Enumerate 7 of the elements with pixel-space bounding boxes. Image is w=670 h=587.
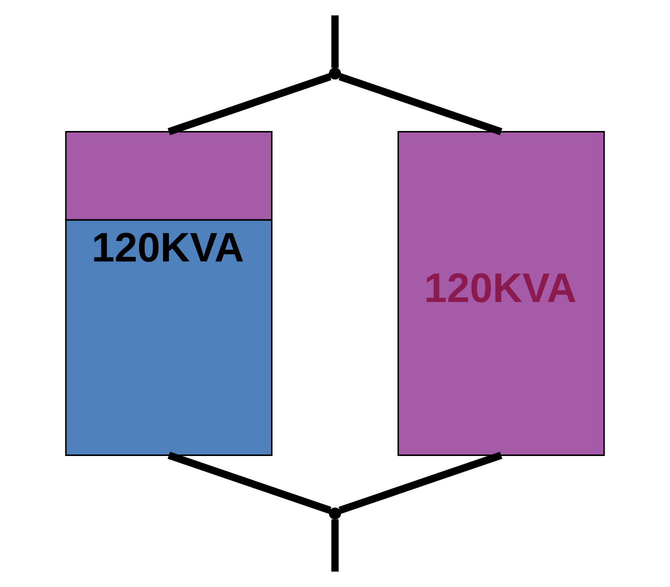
connector [338, 73, 502, 136]
connector [331, 519, 339, 572]
node-point [328, 67, 342, 80]
node-point [328, 507, 342, 520]
connector [168, 452, 332, 514]
connector [331, 15, 339, 68]
connector [338, 452, 502, 514]
